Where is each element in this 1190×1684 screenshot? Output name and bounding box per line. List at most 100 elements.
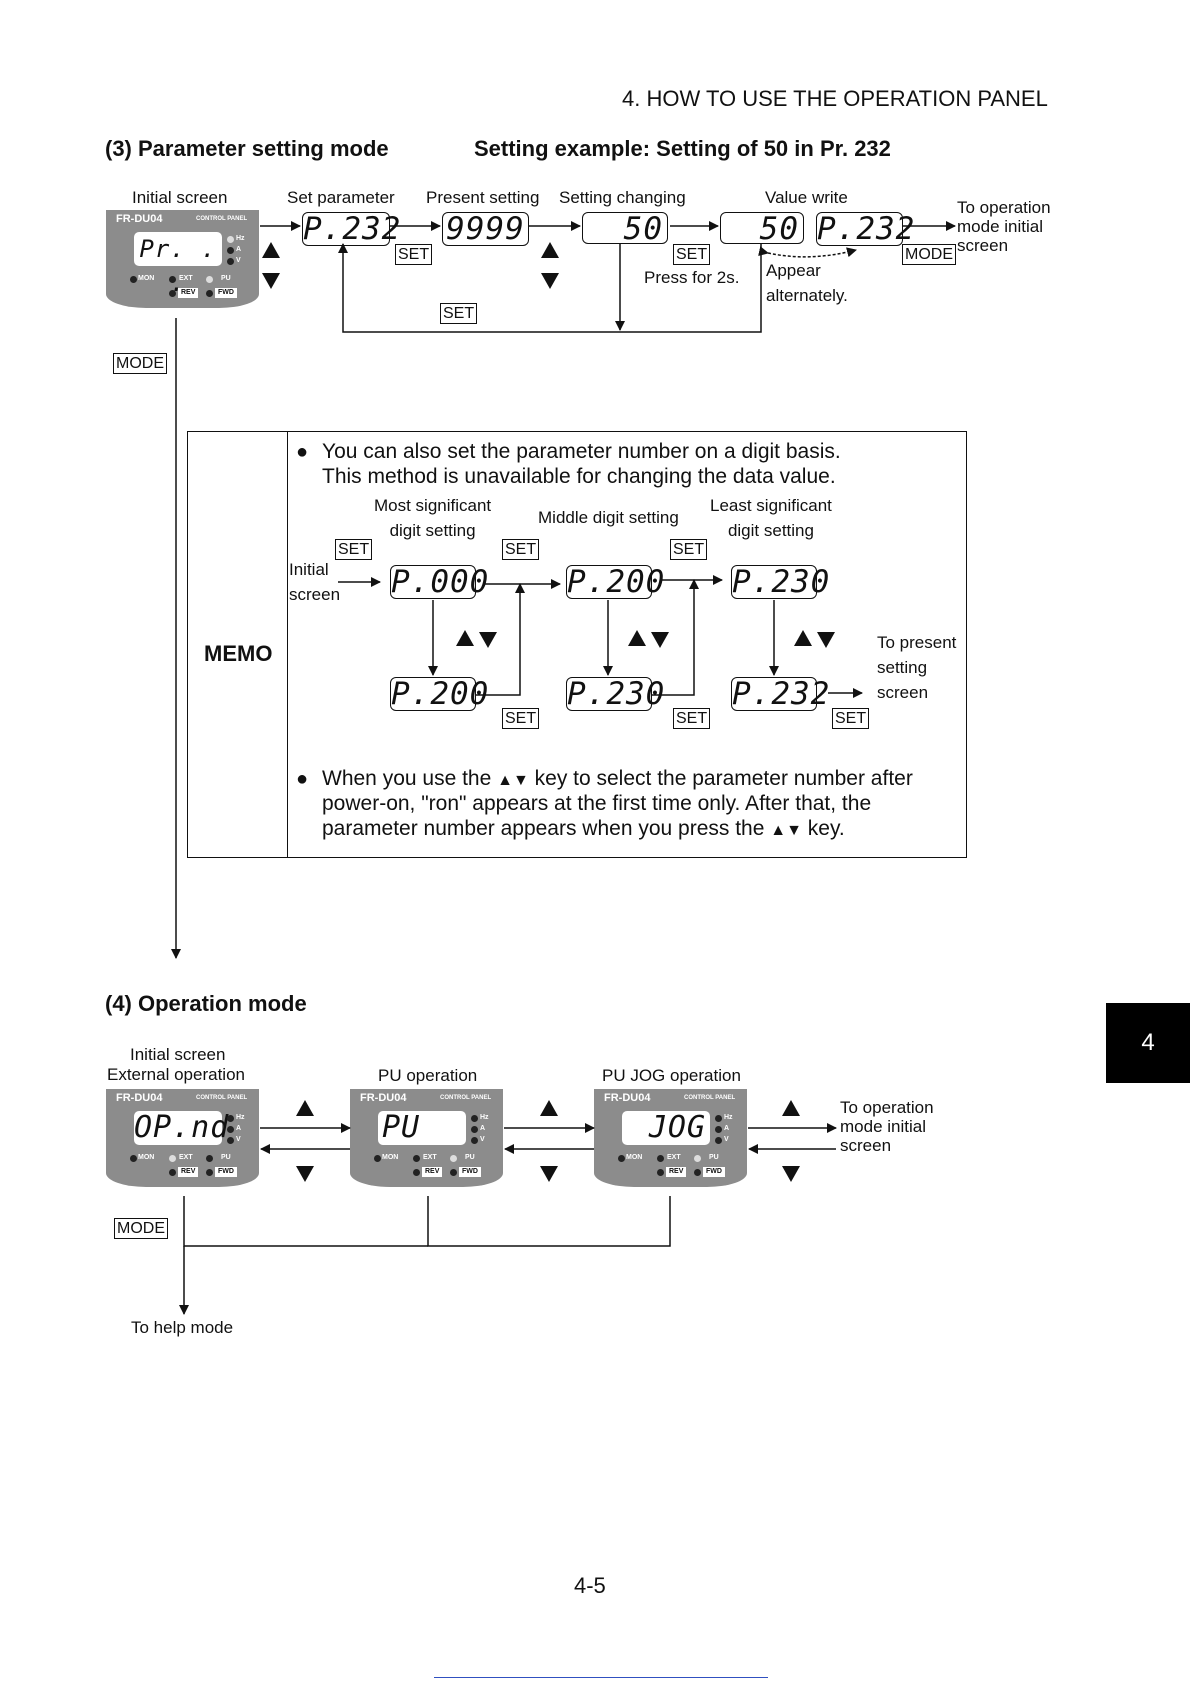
set-key[interactable]: SET bbox=[673, 244, 711, 265]
a-led bbox=[227, 1126, 234, 1133]
set-key[interactable]: SET bbox=[673, 708, 711, 729]
rev-button[interactable]: REV bbox=[422, 1167, 443, 1177]
panel-brand: CONTROL PANEL bbox=[684, 1095, 736, 1101]
v-label: V bbox=[236, 1136, 241, 1143]
memo-display-top-1: P.000 bbox=[390, 564, 490, 600]
label-present-setting: Present setting bbox=[426, 188, 540, 207]
mon-label: MON bbox=[382, 1154, 399, 1161]
a-led bbox=[227, 247, 234, 254]
label-press-2s: Press for 2s. bbox=[644, 268, 740, 287]
up-down-icon: ▲▼ bbox=[497, 772, 529, 789]
v-label: V bbox=[236, 257, 241, 264]
panel-brand: CONTROL PANEL bbox=[196, 1095, 248, 1101]
panel-brand: CONTROL PANEL bbox=[196, 216, 248, 222]
label-external-operation: External operation bbox=[107, 1065, 245, 1084]
v-led bbox=[227, 258, 234, 265]
memo-bullet2-line1: When you use the ▲▼ key to select the pa… bbox=[322, 766, 913, 793]
set-key[interactable]: SET bbox=[670, 539, 708, 560]
set-key[interactable]: SET bbox=[335, 539, 373, 560]
panel-model: FR-DU04 bbox=[604, 1092, 651, 1104]
a-label: A bbox=[724, 1125, 730, 1132]
rev-button[interactable]: REV bbox=[178, 1167, 199, 1177]
bullet-icon: ● bbox=[296, 441, 309, 463]
set-key[interactable]: SET bbox=[395, 244, 433, 265]
bullet2-text-a: When you use the bbox=[322, 767, 492, 790]
setting-example-title: Setting example: Setting of 50 in Pr. 23… bbox=[474, 136, 891, 161]
hz-led bbox=[227, 236, 234, 243]
section3-title: (3) Parameter setting mode bbox=[105, 136, 389, 161]
ext-label: EXT bbox=[667, 1154, 681, 1161]
label-to-help-mode: To help mode bbox=[131, 1318, 234, 1337]
pu-led bbox=[694, 1155, 701, 1162]
ext-label: EXT bbox=[179, 275, 193, 282]
rev-button[interactable]: REV bbox=[666, 1167, 687, 1177]
label-most-significant: Most significant digit setting bbox=[374, 496, 492, 540]
a-label: A bbox=[236, 1125, 242, 1132]
label-appear-alternately: Appear alternately. bbox=[766, 261, 848, 305]
mode-key[interactable]: MODE bbox=[113, 353, 167, 374]
panel-brand: CONTROL PANEL bbox=[440, 1095, 492, 1101]
set-key[interactable]: SET bbox=[440, 303, 478, 324]
display-present-setting: 9999 bbox=[442, 212, 529, 246]
panel-model: FR-DU04 bbox=[116, 213, 163, 225]
display-setting-changing: 50 bbox=[582, 212, 668, 245]
pu-led bbox=[206, 276, 213, 283]
pu-label: PU bbox=[709, 1154, 719, 1161]
v-led bbox=[471, 1137, 478, 1144]
up-down-icon: ▲▼ bbox=[770, 822, 802, 839]
mode-key[interactable]: MODE bbox=[902, 244, 956, 265]
page-number: 4-5 bbox=[574, 1573, 606, 1598]
panel-display: OP.nd bbox=[134, 1110, 230, 1145]
set-key[interactable]: SET bbox=[502, 708, 540, 729]
pu-label: PU bbox=[221, 275, 231, 282]
mon-led bbox=[618, 1155, 625, 1162]
mon-led bbox=[130, 1155, 137, 1162]
set-key[interactable]: SET bbox=[832, 708, 870, 729]
memo-display-top-2: P.200 bbox=[566, 564, 666, 600]
ext-led bbox=[413, 1155, 420, 1162]
memo-bullet1-line2: This method is unavailable for changing … bbox=[322, 465, 836, 488]
pu-led bbox=[206, 1155, 213, 1162]
pu-label: PU bbox=[465, 1154, 475, 1161]
hz-led bbox=[471, 1115, 478, 1122]
hz-label: Hz bbox=[724, 1114, 733, 1121]
memo-bullet2-line2: power-on, "ron" appears at the first tim… bbox=[322, 792, 872, 815]
memo-display-bottom-1: P.200 bbox=[390, 676, 490, 712]
fwd-button[interactable]: FWD bbox=[215, 288, 237, 298]
memo-title: MEMO bbox=[204, 641, 273, 666]
label-setting-changing: Setting changing bbox=[559, 188, 686, 207]
set-key[interactable]: SET bbox=[502, 539, 540, 560]
bullet-icon: ● bbox=[296, 768, 309, 790]
fwd-button[interactable]: FWD bbox=[215, 1167, 237, 1177]
rev-led bbox=[169, 290, 176, 297]
v-led bbox=[715, 1137, 722, 1144]
bullet2-text-d: key. bbox=[807, 817, 845, 840]
a-led bbox=[715, 1126, 722, 1133]
v-label: V bbox=[480, 1136, 485, 1143]
mode-key[interactable]: MODE bbox=[114, 1218, 168, 1239]
panel-model: FR-DU04 bbox=[360, 1092, 407, 1104]
v-led bbox=[227, 1137, 234, 1144]
footer-rule bbox=[434, 1677, 768, 1678]
operation-panel-pu-jog: FR-DU04 CONTROL PANEL JOG Hz A V MON EXT… bbox=[594, 1089, 747, 1187]
hz-label: Hz bbox=[236, 235, 245, 242]
rev-button[interactable]: REV bbox=[178, 288, 199, 298]
fwd-button[interactable]: FWD bbox=[459, 1167, 481, 1177]
ext-label: EXT bbox=[423, 1154, 437, 1161]
a-label: A bbox=[480, 1125, 486, 1132]
fwd-button[interactable]: FWD bbox=[703, 1167, 725, 1177]
label-initial-screen: Initial screen bbox=[132, 188, 228, 207]
hz-label: Hz bbox=[236, 1114, 245, 1121]
display-set-parameter: P.232 bbox=[302, 211, 402, 247]
display-write-value: 50 bbox=[720, 212, 804, 245]
label-to-operation-mode-2: To operation mode initial screen bbox=[840, 1098, 934, 1155]
rev-led bbox=[169, 1169, 176, 1176]
ext-led bbox=[657, 1155, 664, 1162]
bullet2-text-b: key to select the parameter number after bbox=[534, 767, 913, 790]
rev-led bbox=[657, 1169, 664, 1176]
mon-label: MON bbox=[138, 1154, 155, 1161]
panel-display: JOG bbox=[622, 1111, 710, 1145]
